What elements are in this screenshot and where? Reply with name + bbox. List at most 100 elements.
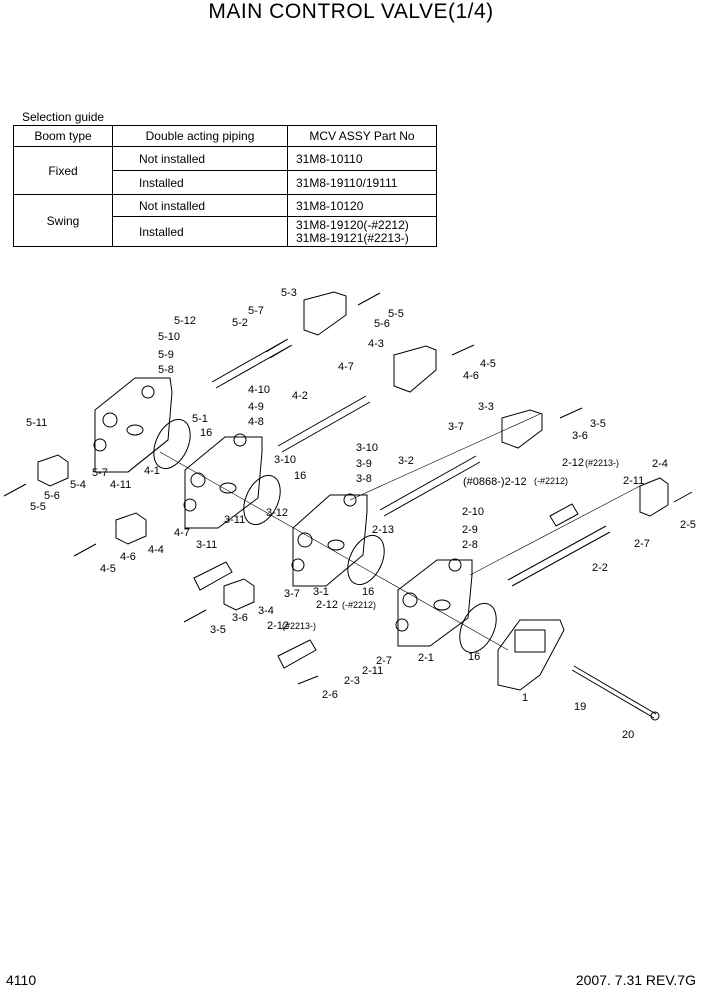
callout-label: 16 [362, 586, 374, 598]
table-row: Installed 31M8-19120(-#2212) 31M8-19121(… [14, 216, 437, 247]
page-title: MAIN CONTROL VALVE(1/4) [208, 0, 494, 23]
callout-label: 2-11 [362, 665, 383, 677]
callout-label: 2-12 [562, 457, 584, 469]
callout-label: 2-12 [316, 599, 338, 611]
callout-label: 3-4 [258, 605, 274, 617]
o-ring-16 [459, 602, 497, 654]
table-header-row: Boom type Double acting piping MCV ASSY … [13, 125, 437, 147]
section-housing-3-1 [291, 493, 368, 587]
cell-part: 31M8-19110/19111 [287, 170, 437, 195]
spool-3-2 [379, 455, 481, 517]
section-housing-4-1 [183, 433, 263, 529]
cell-part: 31M8-10110 [287, 146, 437, 171]
callout-label: 4-6 [463, 370, 479, 382]
o-ring-16 [243, 474, 281, 526]
callout-label: 2-7 [376, 655, 392, 667]
callout-label: 5-12 [174, 315, 196, 327]
valve-3-11 [193, 561, 233, 591]
callout-label: 2-7 [634, 538, 650, 550]
callout-label: 5-7 [248, 305, 264, 317]
callout-label: 4-7 [174, 527, 190, 539]
callout-label: (#0868-)2-12 [463, 476, 527, 488]
callout-label: 5-10 [158, 331, 180, 343]
cap-3-4 [223, 578, 255, 611]
callout-label: 3-5 [210, 624, 226, 636]
callout-label: 2-13 [372, 524, 394, 536]
callout-label: 3-6 [232, 612, 248, 624]
cell-part: 31M8-10120 [287, 194, 437, 217]
callout-label: 3-9 [356, 458, 372, 470]
callout-label: 4-11 [110, 479, 131, 491]
callout-label: 5-4 [70, 479, 86, 491]
cell-boom-swing: Swing [13, 194, 113, 247]
callout-label: 4-6 [120, 551, 136, 563]
callout-label: 5-8 [158, 364, 174, 376]
header-mcv-assy-part-no: MCV ASSY Part No [287, 125, 437, 147]
cap-4-3 [393, 345, 437, 393]
table-row: Installed 31M8-19110/19111 [14, 170, 437, 195]
callout-label: 2-8 [462, 539, 478, 551]
callout-label: 4-2 [292, 390, 308, 402]
callout-label: 2-10 [462, 506, 484, 518]
tie-bolt-19 [573, 665, 657, 715]
table-row: Swing Not installed 31M8-10120 [13, 194, 437, 247]
callout-label: 3-3 [478, 401, 494, 413]
callout-label: 3-5 [590, 418, 606, 430]
o-ring-16 [153, 418, 191, 470]
callout-label: 2-11 [623, 475, 644, 487]
callout-label: 5-2 [232, 317, 248, 329]
callout-label: 2-6 [322, 689, 338, 701]
callout-label: 16 [294, 470, 306, 482]
callout-label: 4-7 [338, 361, 354, 373]
callout-label: 4-10 [248, 384, 270, 396]
callout-label: 5-9 [158, 349, 174, 361]
cell-boom-fixed: Fixed [13, 146, 113, 195]
callout-label: 5-7 [92, 467, 108, 479]
header-boom-type: Boom type [13, 125, 113, 147]
spool-2-2 [507, 525, 611, 587]
callout-label: 4-5 [100, 563, 116, 575]
callout-label: 2-3 [344, 675, 360, 687]
cell-piping: Installed [112, 216, 288, 247]
callout-label: 5-3 [281, 287, 297, 299]
callout-label: 3-7 [448, 421, 464, 433]
callout-label: 3-10 [274, 454, 296, 466]
cell-piping: Not installed [112, 146, 288, 171]
cell-part-line2: 31M8-19121(#2213-) [296, 230, 409, 245]
page-number: 4110 [6, 972, 37, 988]
callout-label: 19 [574, 701, 586, 713]
callout-label: 2-1 [418, 652, 434, 664]
revision-date: 2007. 7.31 REV.7G [575, 972, 696, 988]
callout-label: 3-2 [398, 455, 414, 467]
callout-label: 3-10 [356, 442, 378, 454]
callout-label: 3-1 [313, 586, 329, 598]
selection-guide-caption: Selection guide [22, 110, 105, 124]
callout-label: 5-5 [388, 308, 404, 320]
cap-3-3 [501, 409, 543, 449]
callout-label: 2-2 [592, 562, 608, 574]
cell-piping: Installed [112, 170, 288, 195]
callout-label: 5-6 [374, 318, 390, 330]
callout-label: 5-6 [44, 490, 60, 502]
callout-label: (-#2212) [342, 600, 376, 610]
cell-part-line1: 31M8-19120(-#2212) [296, 217, 409, 232]
callout-label: 3-11 [224, 514, 245, 526]
section-housing-5-1 [93, 377, 173, 473]
callout-label: (#2213-) [282, 621, 316, 631]
cap-5-4 [37, 454, 69, 487]
table-row: Fixed Not installed 31M8-10110 [13, 146, 437, 195]
callout-label: 3-7 [284, 588, 300, 600]
callout-label: 3-12 [266, 507, 288, 519]
callout-label: (#2213-) [585, 458, 619, 468]
cap-4-4 [115, 512, 147, 545]
callout-label: 2-5 [680, 519, 696, 531]
callout-label: 16 [200, 427, 212, 439]
callout-label: 5-1 [192, 413, 208, 425]
callout-label: 3-11 [196, 539, 217, 551]
callout-label: 2-12 [267, 620, 289, 632]
section-housing-2-1 [395, 558, 473, 647]
callout-label: 16 [468, 651, 480, 663]
callout-label: 4-8 [248, 416, 264, 428]
